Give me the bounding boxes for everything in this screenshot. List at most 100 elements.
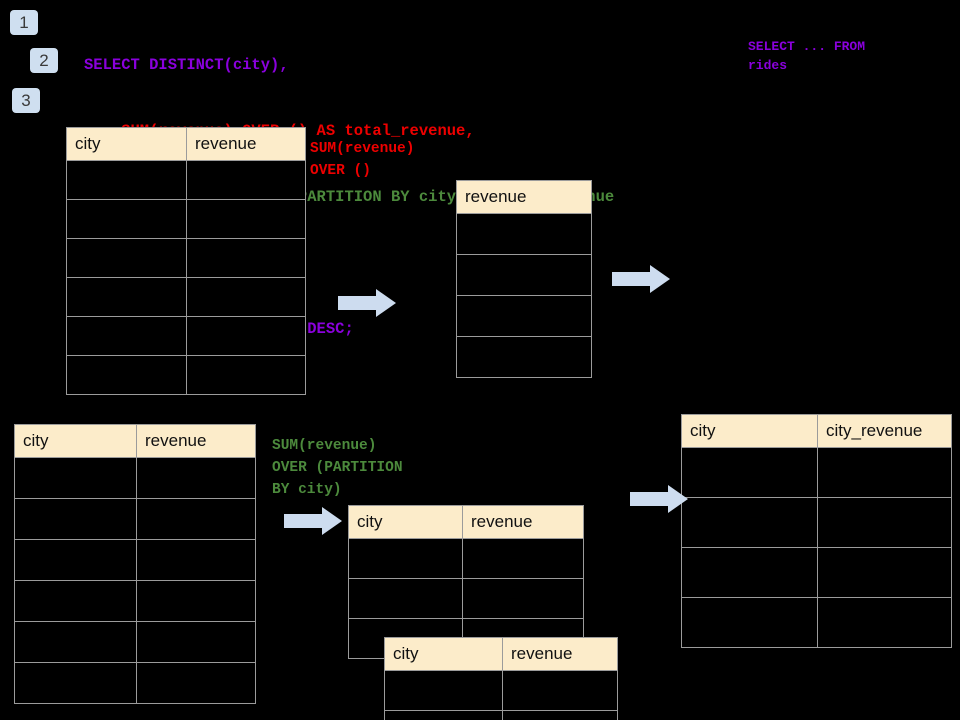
table-header-row: revenue — [456, 180, 592, 214]
column-header-city-revenue: city_revenue — [817, 414, 952, 448]
table-row — [456, 336, 592, 378]
partition-group-table-a: city revenue — [348, 505, 584, 659]
arrow-right-icon — [612, 265, 670, 293]
table-row — [14, 662, 256, 704]
table-row — [66, 316, 306, 356]
cell-city — [348, 538, 463, 579]
cell-revenue — [186, 160, 306, 200]
annotation-total-revenue: SUM(revenue) OVER () — [310, 141, 415, 179]
cell-city — [14, 498, 137, 540]
cell-city — [384, 710, 503, 720]
cell-city — [66, 160, 187, 200]
table-row — [66, 238, 306, 278]
table-header-row: city revenue — [384, 637, 618, 671]
column-header-revenue: revenue — [502, 637, 618, 671]
table-row — [14, 621, 256, 663]
cell-city — [66, 199, 187, 239]
partition-group-table-b: city revenue — [384, 637, 618, 720]
cell-city — [14, 539, 137, 581]
arrow-right-icon — [284, 507, 342, 535]
cell-city — [66, 316, 187, 356]
cell-city — [66, 355, 187, 395]
table-row — [66, 277, 306, 317]
cell-city — [348, 578, 463, 619]
table-row — [681, 597, 952, 648]
table-row — [384, 710, 618, 720]
total-revenue-table: revenue — [456, 180, 592, 378]
table-row — [348, 538, 584, 579]
table-row — [14, 539, 256, 581]
cell-city — [14, 580, 137, 622]
step-badge-3: 3 — [12, 88, 40, 113]
cell-city-revenue — [817, 447, 952, 498]
arrow-right-icon — [338, 289, 396, 317]
cell-city — [14, 662, 137, 704]
table-row — [14, 457, 256, 499]
table-row — [681, 547, 952, 598]
cell-revenue — [186, 199, 306, 239]
column-header-city: city — [348, 505, 463, 539]
cell-city — [384, 670, 503, 711]
cell-revenue — [186, 277, 306, 317]
final-result-table: city city_revenue — [681, 414, 952, 648]
cell-revenue — [462, 578, 584, 619]
annotation-city-revenue: SUM(revenue) OVER (PARTITION BY city) — [272, 438, 403, 498]
sql-side-note: SELECT ... FROM rides — [748, 39, 866, 73]
cell-revenue — [502, 670, 618, 711]
table-header-row: city revenue — [348, 505, 584, 539]
cell-revenue — [186, 238, 306, 278]
cell-revenue — [462, 538, 584, 579]
cell-city — [66, 238, 187, 278]
table-row — [456, 295, 592, 337]
cell-city — [14, 621, 137, 663]
column-header-revenue: revenue — [186, 127, 306, 161]
cell-revenue — [456, 254, 592, 296]
cell-city — [14, 457, 137, 499]
sql-line-select: SELECT DISTINCT(city), — [84, 56, 289, 74]
table-row — [66, 355, 306, 395]
column-header-revenue: revenue — [136, 424, 256, 458]
table-header-row: city revenue — [14, 424, 256, 458]
arrow-right-icon — [630, 485, 688, 513]
cell-revenue — [136, 539, 256, 581]
cell-city — [681, 497, 818, 548]
column-header-city: city — [384, 637, 503, 671]
cell-revenue — [456, 213, 592, 255]
table-row — [384, 670, 618, 711]
cell-revenue — [456, 295, 592, 337]
cell-revenue — [136, 457, 256, 499]
cell-revenue — [136, 580, 256, 622]
step-badge-2: 2 — [30, 48, 58, 73]
cell-revenue — [502, 710, 618, 720]
cell-revenue — [136, 621, 256, 663]
table-row — [66, 160, 306, 200]
cell-city-revenue — [817, 597, 952, 648]
table-row — [456, 254, 592, 296]
table-row — [66, 199, 306, 239]
table-row — [681, 447, 952, 498]
rides-source-table-bottom: city revenue — [14, 424, 256, 704]
cell-city — [681, 547, 818, 598]
cell-city-revenue — [817, 497, 952, 548]
cell-city — [66, 277, 187, 317]
table-row — [14, 498, 256, 540]
column-header-revenue: revenue — [462, 505, 584, 539]
column-header-revenue: revenue — [456, 180, 592, 214]
column-header-city: city — [14, 424, 137, 458]
table-row — [348, 578, 584, 619]
table-row — [456, 213, 592, 255]
cell-revenue — [136, 498, 256, 540]
column-header-city: city — [66, 127, 187, 161]
column-header-city: city — [681, 414, 818, 448]
cell-city-revenue — [817, 547, 952, 598]
table-row — [14, 580, 256, 622]
cell-revenue — [186, 316, 306, 356]
step-badge-1: 1 — [10, 10, 38, 35]
cell-revenue — [186, 355, 306, 395]
table-header-row: city city_revenue — [681, 414, 952, 448]
cell-revenue — [136, 662, 256, 704]
cell-city — [681, 447, 818, 498]
cell-revenue — [456, 336, 592, 378]
cell-city — [681, 597, 818, 648]
table-row — [681, 497, 952, 548]
